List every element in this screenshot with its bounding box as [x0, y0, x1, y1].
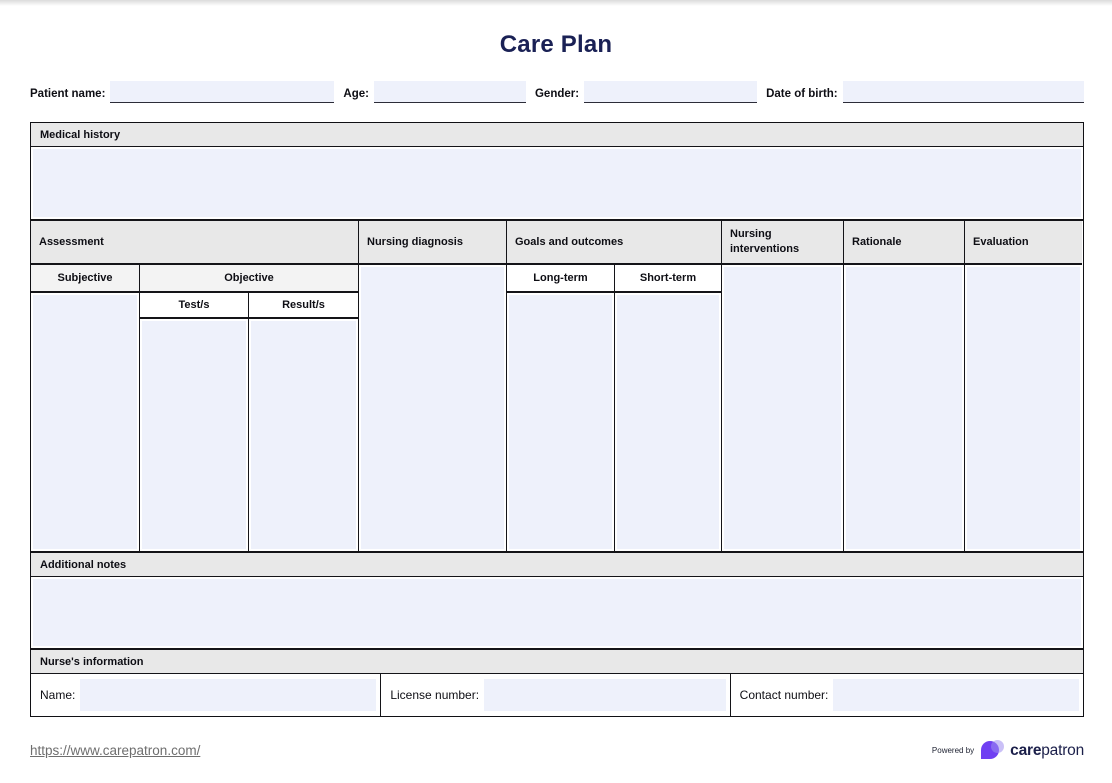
top-shadow	[0, 0, 1112, 6]
brand-care: care	[1010, 741, 1042, 759]
cell-short-term-input[interactable]	[615, 293, 722, 551]
care-plan-grid: Assessment Nursing diagnosis Goals and o…	[31, 221, 1083, 553]
cell-results-input[interactable]	[249, 319, 359, 551]
license-number-cell: License number:	[381, 674, 731, 716]
contact-number-input[interactable]	[833, 679, 1079, 711]
gender-input[interactable]	[584, 81, 758, 103]
column-header-nursing-diagnosis: Nursing diagnosis	[359, 221, 507, 265]
additional-notes-fill[interactable]	[33, 579, 1081, 646]
cell-long-term-input[interactable]	[507, 293, 615, 551]
patient-name-input[interactable]	[110, 81, 335, 103]
cell-tests-input[interactable]	[140, 319, 249, 551]
cell-nursing-diagnosis-input[interactable]	[359, 265, 507, 551]
age-input[interactable]	[373, 81, 526, 103]
medical-history-header: Medical history	[31, 123, 1083, 147]
column-header-nursing-interventions: Nursing interventions	[722, 221, 844, 265]
dob-label: Date of birth:	[766, 88, 838, 100]
additional-notes-header: Additional notes	[31, 553, 1083, 577]
powered-by-label: Powered by	[931, 746, 975, 755]
cell-rationale-input[interactable]	[844, 265, 965, 551]
medical-history-textarea[interactable]	[31, 147, 1083, 221]
powered-by-group: Powered by carepatron	[932, 740, 1084, 761]
care-plan-form-table: Medical history Assessment Nursing diagn…	[30, 122, 1084, 717]
carepatron-logo-icon	[981, 740, 1005, 761]
subheader-tests: Test/s	[140, 293, 249, 319]
brand-patron: patron	[1041, 741, 1084, 759]
column-header-rationale: Rationale	[844, 221, 965, 265]
cell-evaluation-input[interactable]	[965, 265, 1082, 551]
license-number-label: License number:	[390, 688, 480, 702]
nurse-name-cell: Name:	[31, 674, 382, 716]
cell-subjective-input[interactable]	[31, 293, 140, 551]
subheader-objective: Objective	[140, 265, 359, 293]
subheader-long-term: Long-term	[507, 265, 615, 293]
patient-info-row: Patient name: Age: Gender: Date of birth…	[30, 77, 1084, 103]
nurse-information-header: Nurse's information	[31, 650, 1083, 674]
contact-number-label: Contact number:	[739, 688, 829, 702]
cell-nursing-interventions-input[interactable]	[722, 265, 844, 551]
age-label: Age:	[343, 88, 369, 100]
carepatron-link[interactable]: https://www.carepatron.com/	[30, 743, 201, 758]
gender-label: Gender:	[534, 88, 580, 100]
page-title: Care Plan	[499, 31, 613, 58]
license-number-input[interactable]	[484, 679, 726, 711]
nurse-name-label: Name:	[40, 688, 76, 702]
brand-wordmark: carepatron	[1010, 742, 1084, 760]
subheader-subjective: Subjective	[31, 265, 140, 293]
contact-number-cell: Contact number:	[731, 674, 1083, 716]
dob-input[interactable]	[842, 81, 1084, 103]
subheader-short-term: Short-term	[615, 265, 722, 293]
nurse-name-input[interactable]	[80, 679, 377, 711]
medical-history-fill[interactable]	[33, 149, 1081, 217]
nurse-information-row: Name: License number: Contact number:	[31, 674, 1083, 716]
column-header-assessment: Assessment	[31, 221, 359, 265]
footer: https://www.carepatron.com/ Powered by c…	[30, 740, 1084, 761]
patient-name-label: Patient name:	[30, 88, 106, 100]
column-header-evaluation: Evaluation	[965, 221, 1082, 265]
column-header-goals-outcomes: Goals and outcomes	[507, 221, 722, 265]
subheader-results: Result/s	[249, 293, 359, 319]
additional-notes-textarea[interactable]	[31, 577, 1083, 650]
